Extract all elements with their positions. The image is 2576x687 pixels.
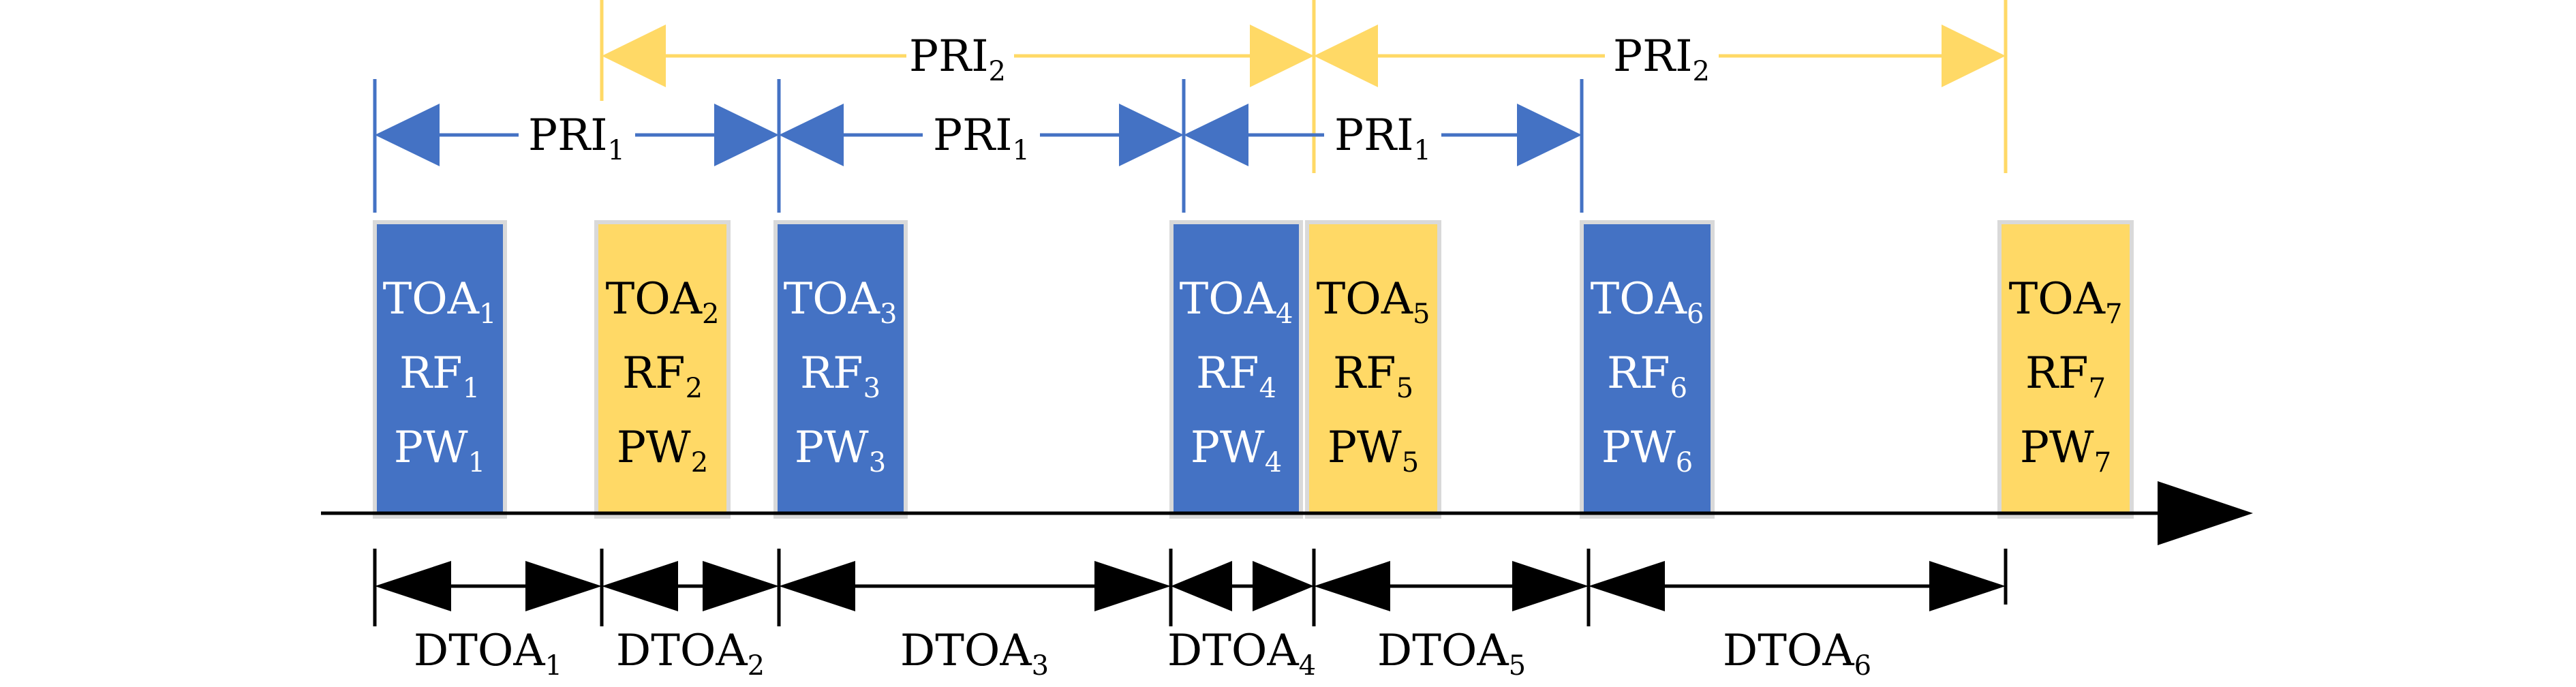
arrowhead-right-icon <box>1094 561 1171 611</box>
dtoa-label: DTOA2 <box>616 626 765 682</box>
pulse-pw: PW1 <box>394 423 485 478</box>
arrowhead-left-icon <box>1314 25 1378 87</box>
pri1-interval: PRI1 <box>779 104 1184 166</box>
arrowhead-left-icon <box>1171 561 1232 611</box>
pulse-pw: PW5 <box>1328 423 1419 478</box>
pri2-interval: PRI2 <box>1314 25 2006 87</box>
pulse-toa: TOA1 <box>383 274 497 330</box>
pulse: TOA4 RF4 PW4 <box>1169 220 1303 519</box>
pulse-box <box>1169 220 1303 519</box>
pri1-label: PRI1 <box>933 110 1030 166</box>
arrowhead-right-icon <box>1119 104 1184 166</box>
pulse-pw: PW3 <box>795 423 886 478</box>
pri1-interval: PRI1 <box>375 104 779 166</box>
time-axis <box>321 481 2253 545</box>
dtoa-interval: DTOA1 <box>375 561 602 682</box>
pulse: TOA1 RF1 PW1 <box>373 220 507 519</box>
dtoa-label: DTOA5 <box>1377 626 1526 682</box>
dtoa-label: DTOA3 <box>900 626 1049 682</box>
arrowhead-right-icon <box>703 561 779 611</box>
dtoa-interval: DTOA6 <box>1589 561 2006 682</box>
pulse-rf: RF6 <box>1607 348 1687 404</box>
pulse-box <box>373 220 507 519</box>
pulse-toa: TOA4 <box>1180 274 1293 330</box>
dtoa-label: DTOA4 <box>1167 626 1316 682</box>
pulse-box <box>1580 220 1715 519</box>
pulse-toa: TOA6 <box>1591 274 1704 330</box>
pulses: TOA1 RF1 PW1 TOA2 RF2 PW2 TOA3 RF3 PW3 T… <box>373 220 2134 519</box>
pulse: TOA2 RF2 PW2 <box>594 220 731 519</box>
pri2-label: PRI2 <box>1613 31 1710 87</box>
pulse-toa: TOA3 <box>784 274 898 330</box>
arrowhead-left-icon <box>779 104 844 166</box>
pulse-pw: PW4 <box>1191 423 1282 478</box>
pulse-rf: RF7 <box>2025 348 2106 404</box>
pulse-rf: RF2 <box>622 348 703 404</box>
pulse-rf: RF1 <box>399 348 480 404</box>
time-axis-arrowhead-icon <box>2158 481 2253 545</box>
pulse-toa: TOA7 <box>2009 274 2123 330</box>
arrowhead-right-icon <box>525 561 602 611</box>
pulse-box <box>773 220 908 519</box>
pulse-pw: PW6 <box>1601 423 1693 478</box>
dtoa-label: DTOA1 <box>414 626 562 682</box>
pulse-rf: RF5 <box>1333 348 1413 404</box>
dtoa-row: DTOA1 DTOA2 DTOA3 DTOA4 DTOA5 <box>373 549 2008 682</box>
dtoa-interval: DTOA4 <box>1167 561 1316 682</box>
dtoa-interval: DTOA3 <box>779 561 1171 682</box>
arrowhead-left-icon <box>602 561 678 611</box>
pri1-label: PRI1 <box>528 110 625 166</box>
pulse: TOA6 RF6 PW6 <box>1580 220 1715 519</box>
pulse-pw: PW7 <box>2020 423 2111 478</box>
arrowhead-left-icon <box>602 25 666 87</box>
arrowhead-right-icon <box>1929 561 2006 611</box>
pri1-interval: PRI1 <box>1184 104 1582 166</box>
pulse-toa: TOA5 <box>1317 274 1430 330</box>
pulse-pw: PW2 <box>617 423 708 478</box>
arrowhead-right-icon <box>1250 25 1314 87</box>
pulse-box <box>594 220 731 519</box>
arrowhead-left-icon <box>375 104 440 166</box>
arrowhead-right-icon <box>1512 561 1589 611</box>
pulse-rf: RF3 <box>800 348 880 404</box>
pulse: TOA7 RF7 PW7 <box>1997 220 2134 519</box>
arrowhead-right-icon <box>1942 25 2006 87</box>
arrowhead-left-icon <box>375 561 451 611</box>
arrowhead-right-icon <box>1517 104 1582 166</box>
dtoa-label: DTOA6 <box>1723 626 1871 682</box>
pulse-box <box>1997 220 2134 519</box>
pri2-label: PRI2 <box>909 31 1006 87</box>
arrowhead-left-icon <box>779 561 855 611</box>
pri2-row: PRI2 PRI2 <box>600 0 2008 173</box>
arrowhead-left-icon <box>1314 561 1390 611</box>
dtoa-interval: DTOA5 <box>1314 561 1589 682</box>
pri1-row: PRI1 PRI1 PRI1 <box>373 79 1584 213</box>
arrowhead-left-icon <box>1184 104 1248 166</box>
pri2-interval: PRI2 <box>602 25 1314 87</box>
pulse-toa: TOA2 <box>606 274 720 330</box>
pulse-box <box>1305 220 1441 519</box>
arrowhead-right-icon <box>1253 561 1314 611</box>
pri1-label: PRI1 <box>1334 110 1431 166</box>
arrowhead-left-icon <box>1589 561 1665 611</box>
dtoa-interval: DTOA2 <box>602 561 779 682</box>
pulse: TOA5 RF5 PW5 <box>1305 220 1441 519</box>
arrowhead-right-icon <box>714 104 779 166</box>
pulse-rf: RF4 <box>1196 348 1276 404</box>
pulse: TOA3 RF3 PW3 <box>773 220 908 519</box>
